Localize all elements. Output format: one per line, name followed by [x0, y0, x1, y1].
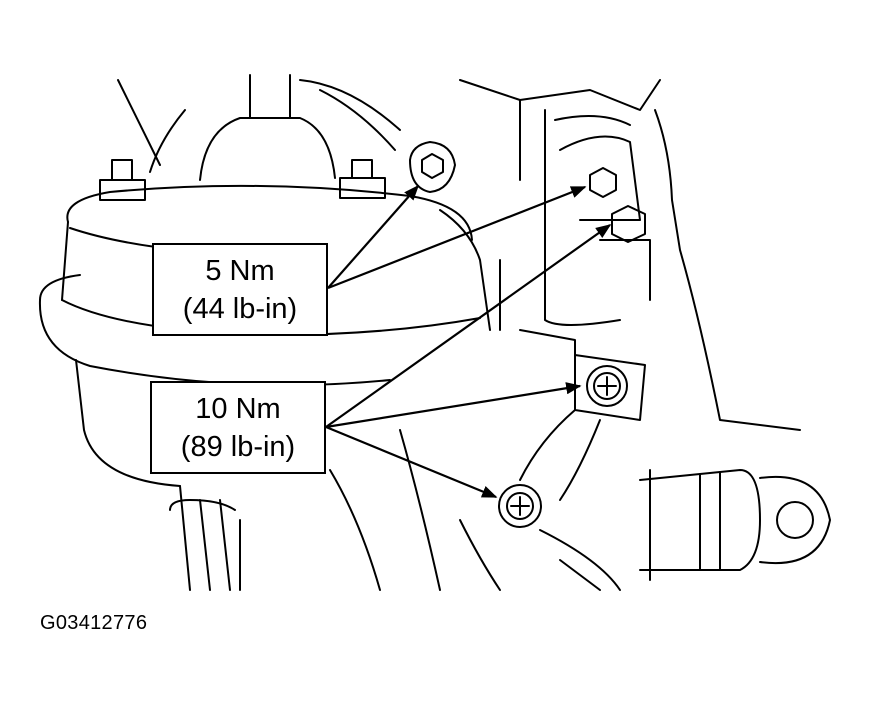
nut-upper-right — [559, 135, 641, 221]
torque-leaders — [325, 184, 612, 499]
bolt-lower — [498, 484, 542, 528]
nut-upper-left — [409, 141, 456, 193]
torque-value-imperial: (89 lb-in) — [180, 430, 296, 463]
output-shaft — [639, 469, 831, 581]
torque-value-imperial: (44 lb-in) — [182, 292, 298, 325]
torque-value-metric: 5 Nm — [205, 254, 275, 287]
right-structure — [439, 79, 801, 431]
bracket — [519, 329, 646, 501]
nut-middle-right — [611, 205, 646, 243]
torque-callout-5nm: 5 Nm (44 lb-in) — [152, 243, 328, 336]
upper-neck — [117, 74, 401, 181]
bolt-upper — [586, 365, 628, 407]
lower-housing — [169, 429, 621, 591]
torque-value-metric: 10 Nm — [195, 392, 281, 425]
top-stud-nuts — [99, 159, 386, 201]
torque-callout-10nm: 10 Nm (89 lb-in) — [150, 381, 326, 474]
figure-id: G03412776 — [40, 612, 148, 634]
